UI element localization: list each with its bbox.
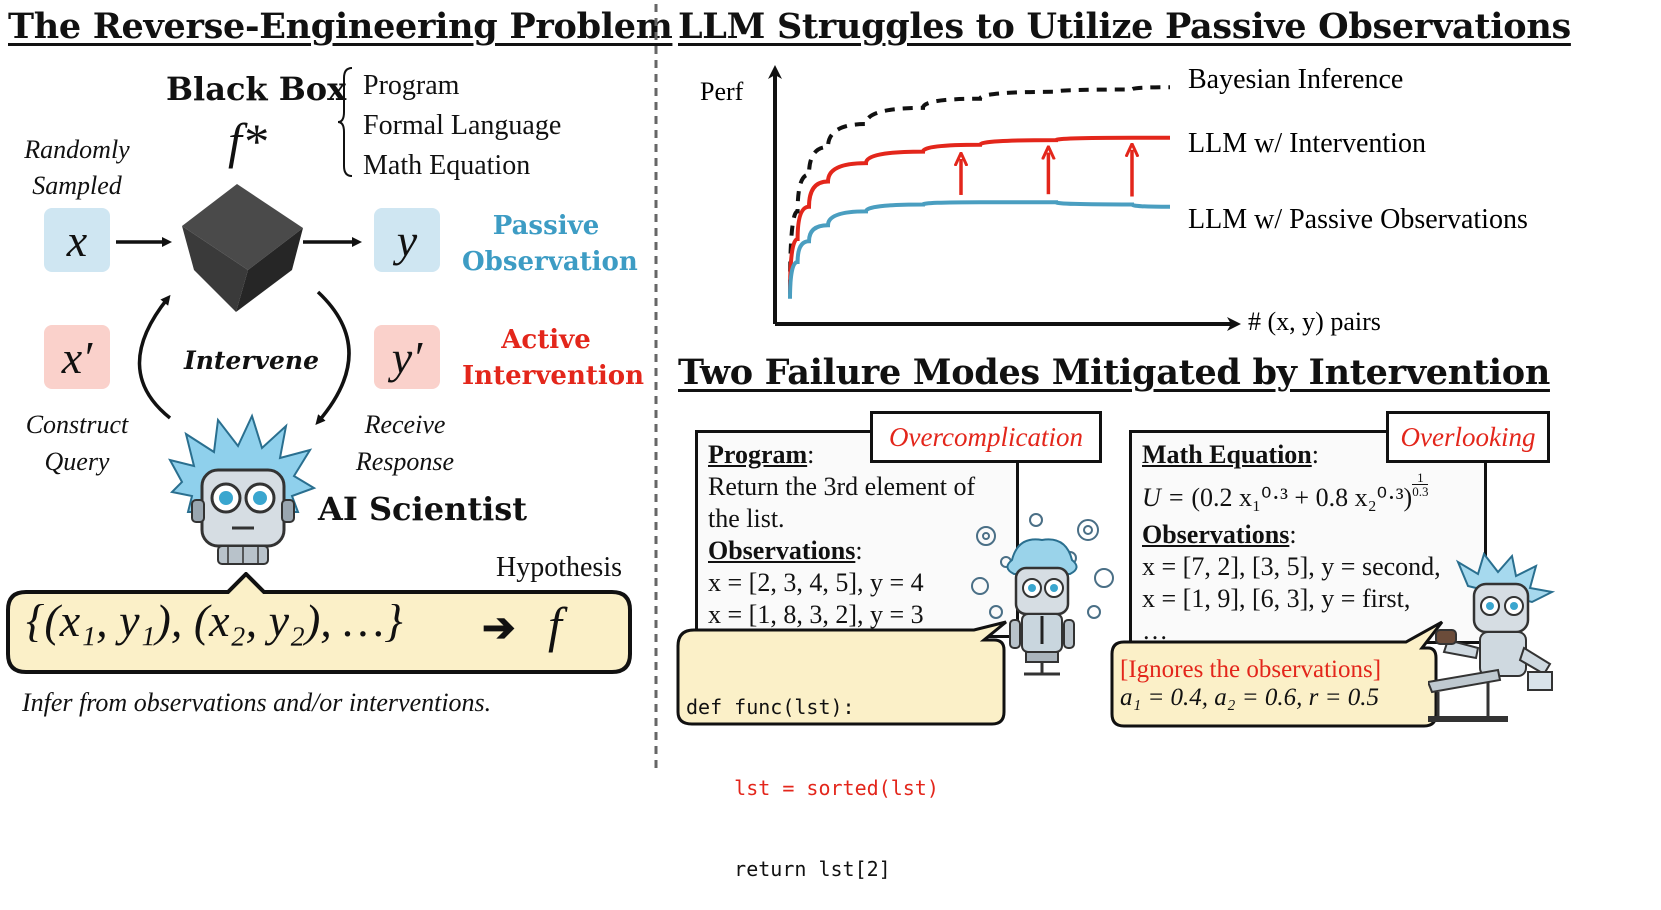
- code-block: def func(lst): lst = sorted(lst) return …: [686, 640, 939, 910]
- math-obs-heading: Observations: [1142, 520, 1290, 549]
- thinking-robot-icon: [971, 513, 1114, 676]
- code-line-2: lst = sorted(lst): [686, 776, 939, 800]
- randomly-sampled-line1: Randomly: [24, 135, 130, 164]
- ai-scientist-label: AI Scientist: [318, 490, 528, 528]
- hypothesis-formula: {(x₁, y₁), (x₂, y₂), …}: [26, 594, 403, 647]
- brace-item-program: Program: [363, 70, 460, 101]
- receive-line2: Response: [355, 447, 455, 476]
- left-title: The Reverse-Engineering Problem: [8, 6, 673, 47]
- brace-item-math-equation: Math Equation: [363, 150, 531, 181]
- randomly-sampled-line2: Sampled: [32, 171, 122, 200]
- legend-bayesian: Bayesian Inference: [1188, 64, 1403, 95]
- program-heading: Program: [708, 440, 808, 469]
- receive-response-label: Receive Response: [334, 406, 476, 480]
- ai-scientist-robot-icon: [168, 413, 317, 565]
- arrow-box-to-scientist: [315, 290, 351, 426]
- brace-icon: [337, 67, 353, 177]
- brace-list: Program Formal Language Math Equation: [363, 66, 561, 186]
- program-obs-2: x = [1, 8, 3, 2], y = 3: [708, 600, 924, 629]
- passive-line2: Observation: [462, 247, 638, 277]
- math-heading: Math Equation: [1142, 440, 1312, 469]
- hypothesis-f: f: [548, 597, 562, 653]
- program-desc-line2: the list.: [708, 504, 785, 533]
- y-box: y: [374, 208, 440, 272]
- eq-body: (0.2 x₁⁰·³ + 0.8 x₂⁰·³): [1191, 483, 1413, 512]
- code-line-3: return lst[2]: [686, 857, 891, 881]
- panel-divider: [654, 4, 658, 773]
- legend-passive: LLM w/ Passive Observations: [1188, 204, 1528, 235]
- black-box-cube: [182, 184, 303, 312]
- answer-ignores-text: [Ignores the observations]: [1120, 656, 1382, 683]
- program-desc-line1: Return the 3rd element of: [708, 472, 976, 501]
- x-prime-box: x′: [44, 325, 110, 389]
- infer-caption: Infer from observations and/or intervent…: [22, 688, 492, 717]
- chart-xlabel: # (x, y) pairs: [1248, 307, 1381, 336]
- intervene-label: Intervene: [184, 346, 320, 375]
- construct-line1: Construct: [25, 410, 129, 439]
- receive-line1: Receive: [364, 410, 446, 439]
- chart-ylabel: Perf: [700, 77, 744, 106]
- arrow-query-to-box: [137, 294, 172, 420]
- answer-bubble: [1110, 620, 1444, 728]
- brace-item-formal-language: Formal Language: [363, 110, 562, 141]
- chart-title: LLM Struggles to Utilize Passive Observa…: [678, 6, 1571, 47]
- eq-exp-den: 0.3: [1412, 484, 1429, 499]
- legend-intervention: LLM w/ Intervention: [1188, 128, 1426, 159]
- relaxed-scientist-icon: [1428, 552, 1556, 722]
- y-prime-box: y′: [374, 325, 440, 389]
- math-obs-1: x = [7, 2], [3, 5], y = second,: [1142, 552, 1441, 581]
- eq-exp-num: 1: [1412, 471, 1429, 485]
- hypothesis-label: Hypothesis: [496, 552, 622, 583]
- x-box: x: [44, 208, 110, 272]
- failures-title: Two Failure Modes Mitigated by Intervent…: [678, 352, 1550, 393]
- construct-line2: Query: [44, 447, 110, 476]
- passive-observation-label: Passive Observation: [462, 208, 638, 280]
- code-bubble: [676, 620, 1007, 726]
- code-line-1: def func(lst):: [686, 695, 855, 719]
- series-llm-passive: [788, 200, 1171, 299]
- passive-line1: Passive: [492, 211, 600, 241]
- eq-u: U =: [1142, 483, 1192, 512]
- active-intervention-label: Active Intervention: [462, 322, 644, 394]
- hypothesis-arrow-icon: ➔: [482, 604, 516, 651]
- program-obs-1: x = [2, 3, 4, 5], y = 4: [708, 568, 924, 597]
- hypothesis-bubble: [6, 572, 632, 674]
- black-box-diagram: [116, 184, 362, 426]
- series-bayesian-inference: [788, 85, 1171, 290]
- answer-params: a₁ = 0.4, a₂ = 0.6, r = 0.5: [1120, 684, 1379, 711]
- tag-overcomplication: Overcomplication: [870, 411, 1102, 463]
- program-obs-heading: Observations: [708, 536, 856, 565]
- f-star-label: f*: [228, 113, 267, 169]
- card-program: Program: Return the 3rd element of the l…: [695, 430, 1019, 638]
- card-math-equation: Math Equation: U = (0.2 x₁⁰·³ + 0.8 x₂⁰·…: [1129, 430, 1487, 645]
- series-llm-intervention: [788, 135, 1170, 295]
- construct-query-label: Construct Query: [6, 406, 148, 480]
- black-box-label: Black Box: [166, 70, 347, 108]
- active-line2: Intervention: [462, 361, 644, 391]
- answer-ignores: [Ignores the observations]: [1120, 656, 1381, 684]
- active-line1: Active: [501, 325, 591, 355]
- hypothesis-set: {(x₁, y₁), (x₂, y₂), …}: [26, 595, 403, 646]
- tag-overlooking: Overlooking: [1386, 411, 1550, 463]
- chart-plot: Perf # (x, y) pairs Bayesian Inference L…: [700, 64, 1528, 336]
- randomly-sampled-label: Randomly Sampled: [4, 132, 150, 204]
- math-obs-3: …: [1142, 616, 1168, 645]
- math-obs-2: x = [1, 9], [6, 3], y = first,: [1142, 584, 1411, 613]
